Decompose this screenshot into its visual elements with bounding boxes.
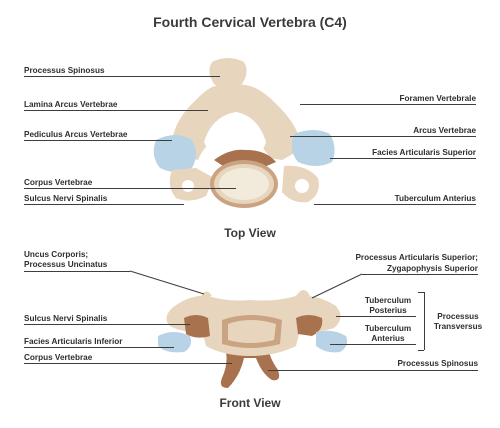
leader-line: [290, 136, 476, 137]
label-tuberculum-anterius-2: Anterius: [371, 334, 405, 343]
leader-line: [24, 347, 174, 348]
label-pediculus-arcus: Pediculus Arcus Vertebrae: [24, 130, 128, 139]
top-left-facet: [153, 135, 196, 172]
front-right-recess: [296, 315, 323, 336]
label-processus-spinosus: Processus Spinosus: [24, 66, 105, 75]
front-view-vertebra: [158, 290, 348, 388]
label-corpus-vertebrae-top: Corpus Vertebrae: [24, 178, 93, 187]
label-processus-uncinatus: Processus Uncinatus: [24, 260, 108, 269]
top-view-vertebra: [153, 58, 335, 208]
label-tuberculum-posterius-2: Posterius: [369, 306, 407, 315]
leader-line: [24, 110, 208, 111]
leader-line: [24, 271, 130, 272]
bracket-line: [424, 292, 425, 350]
label-processus-transversus-1: Processus: [437, 312, 479, 321]
top-spinous-process: [209, 58, 247, 90]
label-processus-transversus-2: Transversus: [433, 322, 483, 331]
leader-line: [314, 204, 476, 205]
bracket-top: [418, 292, 424, 293]
leader-line: [24, 76, 220, 77]
leader-line: [336, 316, 416, 317]
bracket-bottom: [418, 350, 424, 351]
leader-line: [24, 363, 232, 364]
label-tuberculum-posterius-1: Tuberculum: [364, 296, 412, 305]
label-uncus-corporis: Uncus Corporis;: [24, 250, 89, 259]
label-corpus-vertebrae-front: Corpus Vertebrae: [24, 353, 93, 362]
leader-line: [24, 140, 172, 141]
label-facies-articularis-inferior: Facies Articularis Inferior: [24, 337, 123, 346]
label-sulcus-nervi-top: Sulcus Nervi Spinalis: [24, 194, 108, 203]
leader-line: [24, 188, 236, 189]
leader-line: [330, 158, 476, 159]
diagram-title: Fourth Cervical Vertebra (C4): [153, 14, 347, 30]
leader-line: [24, 324, 190, 325]
label-tuberculum-anterius-top: Tuberculum Anterius: [394, 194, 476, 203]
leader-line: [330, 344, 416, 345]
label-lamina-arcus: Lamina Arcus Vertebrae: [24, 100, 118, 109]
leader-line: [300, 104, 476, 105]
front-right-facet: [316, 330, 348, 353]
label-processus-spinosus-front: Processus Spinosus: [397, 359, 478, 368]
label-processus-articularis-superior: Processus Articularis Superior;: [355, 253, 478, 262]
leader-line: [24, 204, 184, 205]
front-view-caption: Front View: [219, 396, 281, 410]
label-arcus-vertebrae: Arcus Vertebrae: [413, 126, 476, 135]
label-tuberculum-anterius-1: Tuberculum: [364, 324, 412, 333]
label-facies-articularis-superior: Facies Articularis Superior: [372, 148, 476, 157]
top-foramen: [204, 112, 266, 158]
leader-line: [362, 274, 478, 275]
leader-line: [268, 370, 478, 371]
top-right-facet: [291, 130, 335, 166]
top-view-caption: Top View: [224, 226, 276, 240]
label-foramen-vertebrale: Foramen Vertebrale: [399, 94, 476, 103]
front-left-recess: [184, 315, 210, 338]
label-zygapophysis-superior: Zygapophysis Superior: [387, 264, 478, 273]
label-sulcus-nervi-front: Sulcus Nervi Spinalis: [24, 314, 108, 323]
